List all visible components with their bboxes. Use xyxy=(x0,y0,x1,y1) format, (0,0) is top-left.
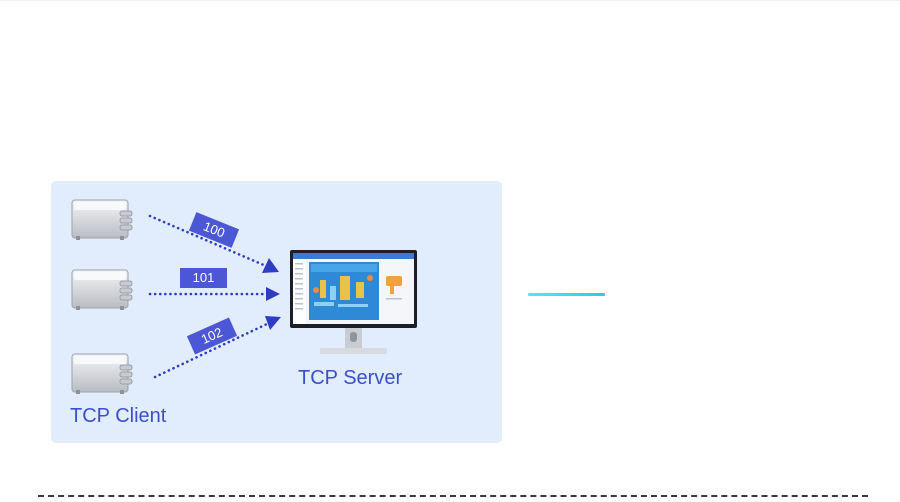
gateway-device-icon xyxy=(70,268,136,312)
monitor-icon xyxy=(290,250,417,358)
packet-tag-101: 101 xyxy=(180,268,227,288)
server-label: TCP Server xyxy=(298,367,403,389)
gateway-device-icon xyxy=(70,198,136,242)
accent-divider xyxy=(528,293,605,296)
gateway-device-icon xyxy=(70,352,136,396)
top-border xyxy=(0,0,900,1)
client-label: TCP Client xyxy=(70,405,167,427)
dashed-divider xyxy=(38,495,868,497)
